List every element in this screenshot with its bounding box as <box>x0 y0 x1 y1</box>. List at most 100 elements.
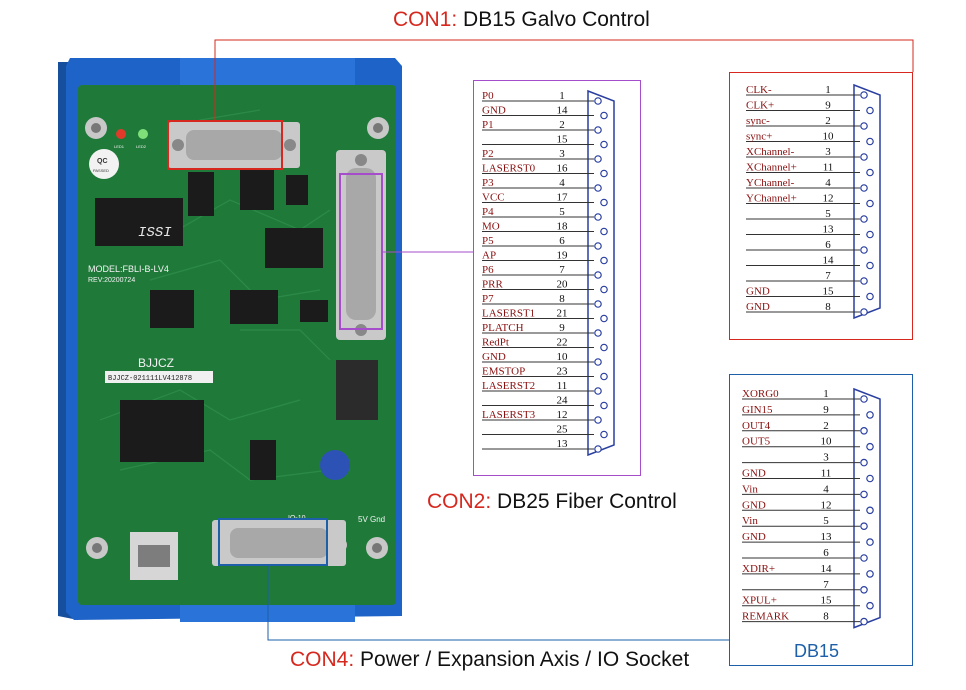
pin-label: OUT4 <box>742 420 771 432</box>
pin-number: 7 <box>825 270 831 282</box>
pin-circle <box>600 140 608 149</box>
con1-key: CON1: <box>393 8 458 31</box>
pin-circle <box>860 184 868 192</box>
pin-number: 18 <box>557 221 569 233</box>
pin-label: Vin <box>742 483 758 495</box>
pin-circle <box>866 292 874 301</box>
pin-circle <box>866 538 874 546</box>
pin-number: 1 <box>823 388 829 400</box>
pin-number: 9 <box>559 322 565 334</box>
pin-number: 11 <box>557 380 568 392</box>
db15-io-caption: DB15 <box>794 641 840 661</box>
pin-circle <box>594 329 602 337</box>
connector-shell <box>853 83 881 320</box>
connector-shell <box>587 89 615 457</box>
pin-number: 17 <box>557 192 569 204</box>
con1-leader <box>214 39 914 121</box>
pin-label: CLK+ <box>746 100 774 112</box>
led2-label: LED2 <box>136 144 147 149</box>
pin-number: 2 <box>823 420 829 432</box>
pin-number: 15 <box>823 286 835 298</box>
con4-highlight <box>218 518 328 566</box>
pin-label: LASERST1 <box>482 308 535 320</box>
pin-label: REMARK <box>742 611 789 623</box>
pin-circle <box>860 426 868 435</box>
pin-circle <box>600 256 608 265</box>
pin-circle <box>594 242 602 250</box>
pin-label: XDIR+ <box>742 563 775 575</box>
board-rev: REV:20200724 <box>88 277 135 284</box>
pin-number: 4 <box>559 177 565 189</box>
pin-circle <box>860 458 868 467</box>
pin-label: LASERST3 <box>482 409 536 421</box>
pin-label: sync+ <box>746 131 772 143</box>
pin-label: Vin <box>742 515 758 527</box>
pin-circle <box>860 91 868 99</box>
pin-number: 8 <box>825 301 831 313</box>
pin-number: 24 <box>557 395 569 407</box>
pin-circle <box>866 411 874 419</box>
db25-connector <box>336 150 386 340</box>
pin-number: 6 <box>823 547 829 559</box>
pin-circle <box>600 285 608 294</box>
pin-circle <box>594 126 602 134</box>
pin-label: PLATCH <box>482 322 524 334</box>
con4-leader <box>267 565 729 641</box>
db15-galvo-connector <box>168 122 300 168</box>
con4-title: CON4: Power / Expansion Axis / IO Socket <box>290 648 689 672</box>
db15-io-connector <box>212 520 346 566</box>
pin-circle <box>594 358 602 366</box>
pin-number: 6 <box>825 239 831 251</box>
pin-circle <box>860 490 868 499</box>
pin-label: P2 <box>482 148 494 160</box>
pin-number: 11 <box>821 468 832 480</box>
pin-label: YChannel+ <box>746 193 797 205</box>
pin-circle <box>866 199 874 208</box>
pin-label: P4 <box>482 206 494 218</box>
pin-label: GND <box>742 468 766 480</box>
pin-number: 7 <box>559 264 565 276</box>
pin-number: 14 <box>557 105 569 117</box>
pin-label: GND <box>482 351 506 363</box>
pin-number: 23 <box>557 366 569 378</box>
pin-number: 10 <box>557 351 569 363</box>
qc-label: QC <box>97 158 108 165</box>
pin-number: 2 <box>825 115 831 127</box>
con1-title: CON1: DB15 Galvo Control <box>393 8 650 32</box>
pin-circle <box>600 227 608 236</box>
connector-shell <box>853 387 881 629</box>
pin-circle <box>866 230 874 239</box>
pin-circle <box>866 506 874 515</box>
pin-circle <box>866 442 874 451</box>
board-serial: BJJCZ-021111LV412878 <box>108 375 192 383</box>
pin-label: GND <box>746 286 770 298</box>
pin-circle <box>860 122 868 130</box>
pin-number: 13 <box>821 531 833 543</box>
pin-label: P0 <box>482 90 494 102</box>
pin-circle <box>594 416 602 424</box>
pin-number: 15 <box>557 134 569 146</box>
pin-number: 19 <box>557 250 569 262</box>
pin-number: 16 <box>557 163 569 175</box>
pin-number: 11 <box>823 162 834 174</box>
pin-label: AP <box>482 250 496 262</box>
pin-label: GND <box>482 105 506 117</box>
pin-number: 1 <box>825 84 831 96</box>
pin-number: 12 <box>823 193 834 205</box>
led-red <box>116 129 126 139</box>
pin-number: 20 <box>557 279 569 291</box>
pin-circle <box>866 601 874 610</box>
pin-number: 7 <box>823 579 829 591</box>
pin-circle <box>594 184 602 192</box>
pin-number: 3 <box>825 146 831 158</box>
led1-label: LED1 <box>114 144 125 149</box>
pin-label: P7 <box>482 293 494 305</box>
pin-number: 3 <box>823 452 829 464</box>
pin-number: 13 <box>557 438 569 450</box>
pin-label: P3 <box>482 177 494 189</box>
pin-circle <box>860 586 868 594</box>
pin-number: 12 <box>557 409 568 421</box>
con2-title: CON2: DB25 Fiber Control <box>427 490 677 514</box>
